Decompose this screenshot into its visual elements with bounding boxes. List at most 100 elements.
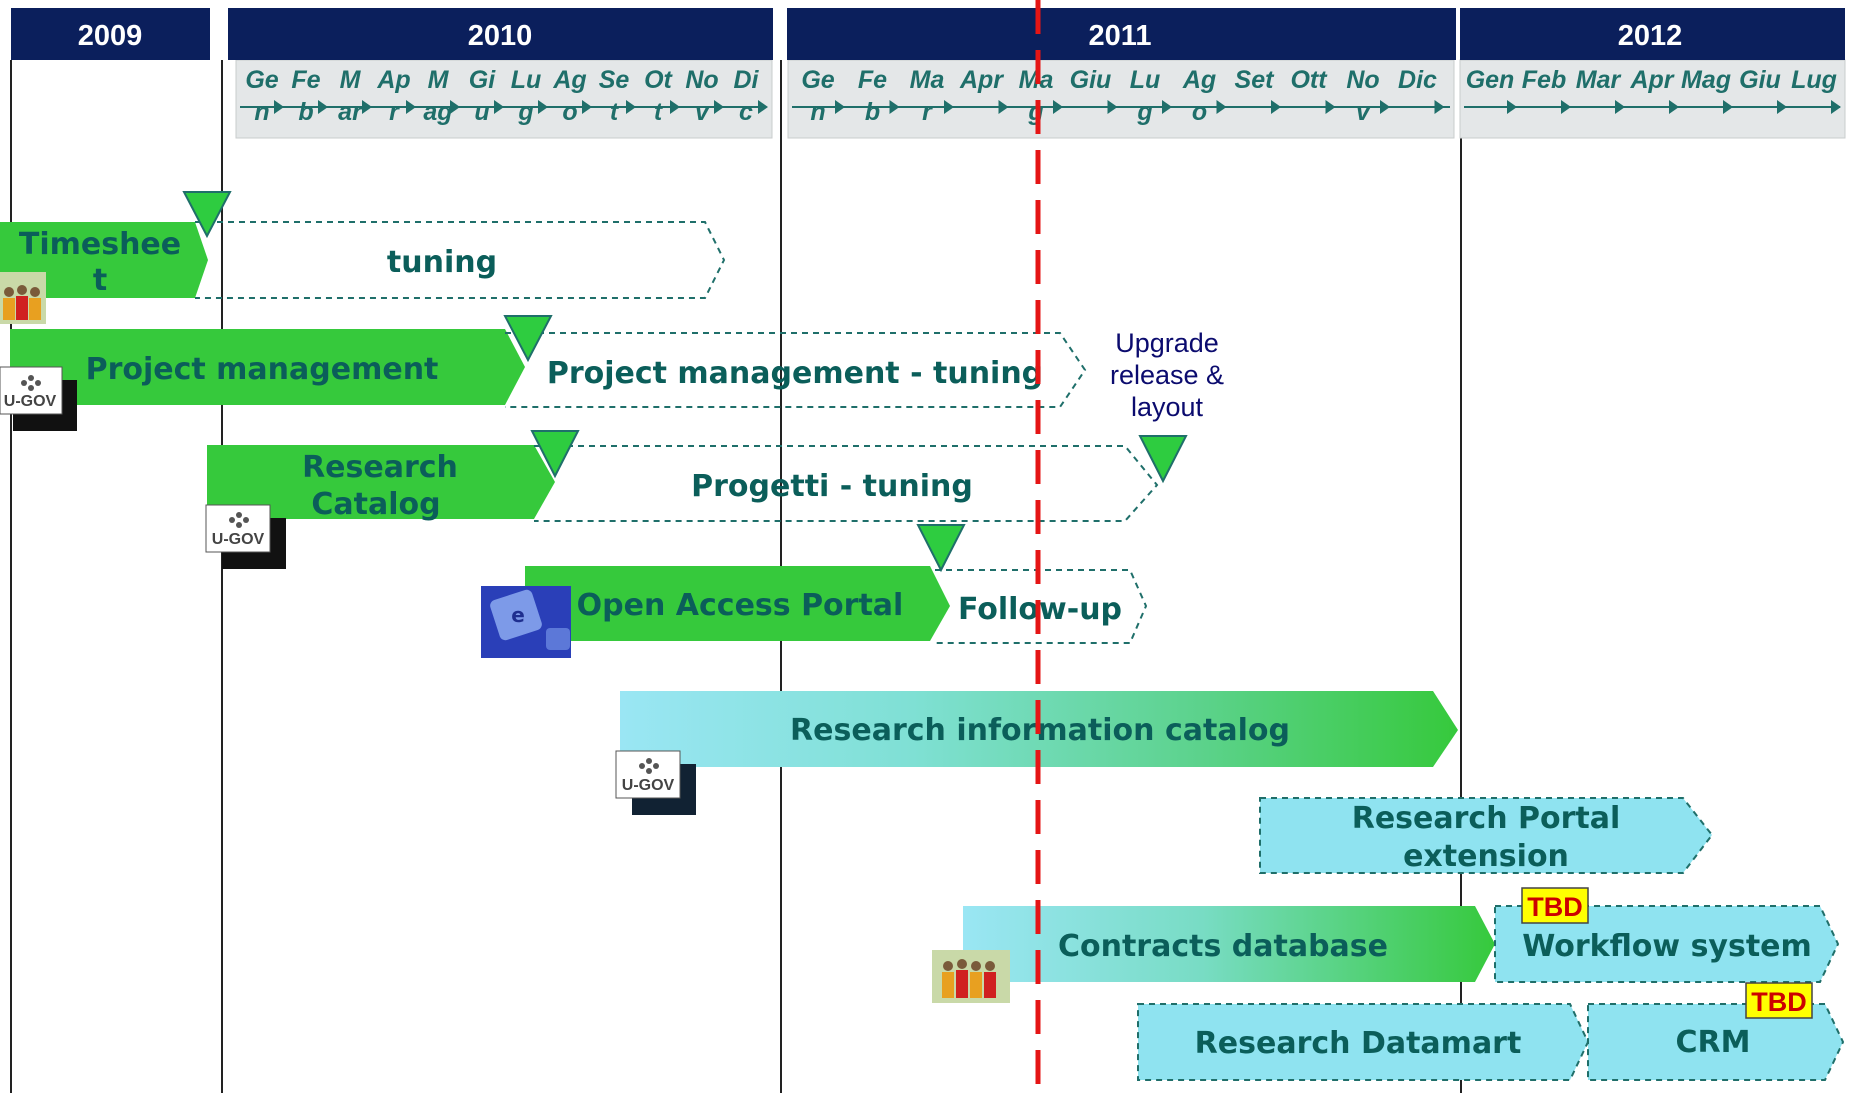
timesheet-bar: [0, 222, 208, 298]
year-header-2010: [228, 8, 773, 60]
research-datamart-bar: [1137, 1003, 1590, 1081]
people-icon: [932, 950, 1010, 1003]
project-management-bar: [10, 329, 525, 405]
month-label-2011: Apr: [959, 66, 1004, 94]
month-label-2010: M: [340, 66, 362, 94]
month-tick-arrow: [1271, 100, 1281, 114]
contracts-database-bar: [963, 906, 1495, 982]
research-catalog-label-line1: Research: [302, 450, 458, 485]
research-portal-extension-label-line2: extension: [1403, 839, 1569, 874]
month-tick-arrow: [1434, 100, 1445, 114]
ugov-logo-text: U-GOV: [212, 531, 265, 548]
month-label-2012: Mag: [1681, 66, 1731, 94]
month-tick-arrow: [889, 100, 900, 114]
month-tick-arrow: [835, 100, 845, 114]
month-label-2012: Gen: [1466, 66, 1515, 94]
progetti-tuning-label: Progetti - tuning: [691, 469, 973, 504]
open-access-portal-label: Open Access Portal: [577, 588, 904, 623]
month-label-2011: Ge: [801, 66, 834, 94]
month-tick-arrow: [626, 100, 636, 114]
milestone-research-catalog: [530, 430, 580, 479]
month-label-2011-cont: o: [1192, 98, 1207, 126]
people-icon: [0, 272, 46, 324]
workflow-system-bar: [1494, 905, 1840, 983]
month-band-2011: [787, 59, 1455, 139]
follow-up-bar: [935, 569, 1148, 644]
ugov-logo-text: U-GOV: [4, 393, 57, 410]
month-label-2010-cont: b: [298, 98, 313, 126]
month-tick-arrow: [1669, 100, 1679, 114]
month-label-2011: Dic: [1398, 66, 1437, 94]
month-label-2010: M: [428, 66, 450, 94]
month-tick-arrow: [758, 100, 768, 114]
research-catalog-bar: [207, 445, 555, 519]
month-label-2010: Lu: [511, 66, 542, 94]
month-label-2010: Ap: [376, 66, 410, 94]
month-tick-arrow: [450, 100, 460, 114]
month-label-2010-cont: g: [517, 98, 533, 126]
timesheet-tuning-label: tuning: [387, 245, 497, 280]
crm-bar: [1587, 1003, 1845, 1081]
upgrade-note-line2: release &: [1110, 360, 1224, 390]
tbd-badge-crm: [1745, 982, 1813, 1019]
month-label-2010: No: [685, 66, 718, 94]
month-label-2012: Mar: [1576, 66, 1622, 94]
year-header-2009: [11, 8, 210, 60]
month-label-2010-cont: v: [695, 98, 711, 126]
month-label-2011-cont: v: [1356, 98, 1372, 126]
workflow-system-label: Workflow system: [1522, 929, 1812, 964]
month-tick-arrow: [944, 100, 954, 114]
month-tick-arrow: [1723, 100, 1733, 114]
upgrade-note-line1: Upgrade: [1115, 328, 1219, 358]
month-label-2010: Ag: [552, 66, 586, 94]
month-band-2012: [1459, 59, 1846, 139]
month-tick-arrow: [1561, 100, 1571, 114]
month-label-2011-cont: r: [922, 98, 933, 126]
month-tick-arrow: [714, 100, 724, 114]
month-tick-arrow: [274, 100, 284, 114]
month-tick-arrow: [494, 100, 504, 114]
month-label-2010: Ot: [644, 66, 673, 94]
month-label-2012: Giu: [1739, 66, 1781, 94]
year-header-2012: [1460, 8, 1845, 60]
month-tick-arrow: [582, 100, 592, 114]
month-tick-arrow: [406, 100, 416, 114]
month-label-2010-cont: t: [654, 98, 664, 126]
month-tick-arrow: [1380, 100, 1390, 114]
research-catalog-label-line2: Catalog: [311, 487, 440, 522]
month-tick-arrow: [1107, 100, 1118, 114]
month-label-2011-cont: n: [810, 98, 825, 126]
research-portal-extension-bar: [1259, 797, 1714, 874]
month-label-2010-cont: o: [562, 98, 577, 126]
month-label-2011: Lu: [1130, 66, 1161, 94]
ugov-logo: U-GOV: [615, 750, 696, 815]
month-label-2010: Gi: [469, 66, 496, 94]
project-management-tuning-bar: [505, 332, 1087, 408]
month-label-2011: Set: [1235, 66, 1276, 94]
month-label-2011: No: [1346, 66, 1379, 94]
month-tick-arrow: [1162, 100, 1172, 114]
year-label-2009: 2009: [78, 20, 143, 52]
month-label-2010-cont: t: [610, 98, 620, 126]
month-tick-arrow: [998, 100, 1009, 114]
contracts-database-label: Contracts database: [1058, 929, 1388, 964]
month-label-2012: Feb: [1522, 66, 1566, 94]
month-bands: [235, 59, 1846, 139]
month-tick-arrow: [1615, 100, 1625, 114]
month-label-2011: Ott: [1290, 66, 1328, 94]
month-label-2010-cont: ag: [423, 98, 452, 126]
crm-label: CRM: [1676, 1025, 1751, 1060]
month-label-2010: Di: [734, 66, 760, 94]
month-tick-arrow: [1053, 100, 1063, 114]
month-label-2010-cont: c: [739, 98, 753, 126]
month-label-2011-cont: b: [865, 98, 880, 126]
month-tick-arrow: [538, 100, 548, 114]
ugov-logo-text: U-GOV: [622, 777, 675, 794]
month-tick-arrow: [1507, 100, 1517, 114]
month-label-2012: Apr: [1629, 66, 1674, 94]
ugov-logo: U-GOV: [0, 366, 77, 431]
month-tick-arrow: [1831, 100, 1841, 114]
month-label-2012: Lug: [1791, 66, 1837, 94]
month-label-2010: Ge: [245, 66, 278, 94]
month-tick-arrow: [670, 100, 680, 114]
